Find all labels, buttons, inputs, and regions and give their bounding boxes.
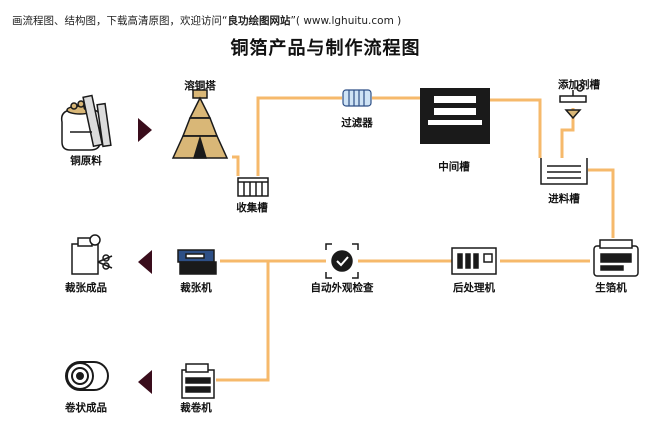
intermediate-tank-icon: [420, 88, 490, 144]
label-roll-product: 卷状成品: [65, 402, 107, 414]
label-roll-cutter: 裁卷机: [180, 402, 212, 414]
roll-cutter-icon: [181, 363, 215, 399]
banner-prefix: 画流程图、结构图，下载高清原图，欢迎访问“: [12, 15, 228, 27]
label-sheet-product: 裁张成品: [65, 282, 107, 294]
label-foil-machine: 生箔机: [595, 282, 627, 294]
connector-collection-filter: [256, 96, 342, 176]
label-intermediate-tank: 中间槽: [438, 161, 470, 173]
banner-suffix: ”( www.lghuitu.com ): [290, 15, 402, 27]
collection-tank-icon: [237, 177, 269, 197]
arrow-raw-to-tower: [138, 118, 152, 142]
label-post-processor: 后处理机: [453, 282, 495, 294]
melting-tower-icon: [171, 89, 229, 159]
label-additive-tank: 添加剂槽: [558, 79, 600, 91]
connector-branch-roll: [216, 261, 270, 382]
copper-raw-material-icon: [60, 94, 112, 151]
label-melting-tower: 溶铜塔: [184, 80, 216, 92]
label-filter: 过滤器: [341, 117, 373, 129]
connector-tower-collection: [232, 155, 240, 176]
arrow-to-roll-product: [138, 370, 152, 394]
site-banner: 画流程图、结构图，下载高清原图，欢迎访问“良功绘图网站”( www.lghuit…: [12, 13, 401, 28]
sheet-cutter-icon: [177, 249, 217, 275]
connectors: [216, 96, 615, 382]
label-collection-tank: 收集槽: [236, 202, 268, 214]
filter-icon: [342, 89, 372, 107]
banner-site-name[interactable]: 良功绘图网站: [227, 15, 291, 27]
arrow-to-sheet-product: [138, 250, 152, 274]
label-feed-tank: 进料槽: [548, 193, 580, 205]
page-title: 铜箔产品与制作流程图: [230, 38, 421, 59]
foil-machine-icon: [593, 239, 639, 277]
roll-product-icon: [65, 361, 109, 391]
arrows: [138, 118, 152, 394]
connector-intermediate-feed: [490, 98, 542, 158]
sheet-product-icon: [71, 234, 113, 275]
label-raw-copper: 铜原料: [70, 155, 102, 167]
connector-feed-foil: [588, 168, 615, 238]
additive-tank-icon: [559, 84, 587, 120]
inspection-icon: [325, 243, 359, 279]
feed-tank-icon: [540, 158, 588, 185]
label-auto-inspection: 自动外观检查: [310, 282, 374, 294]
post-processor-icon: [451, 247, 497, 275]
label-sheet-cutter: 裁张机: [180, 282, 212, 294]
